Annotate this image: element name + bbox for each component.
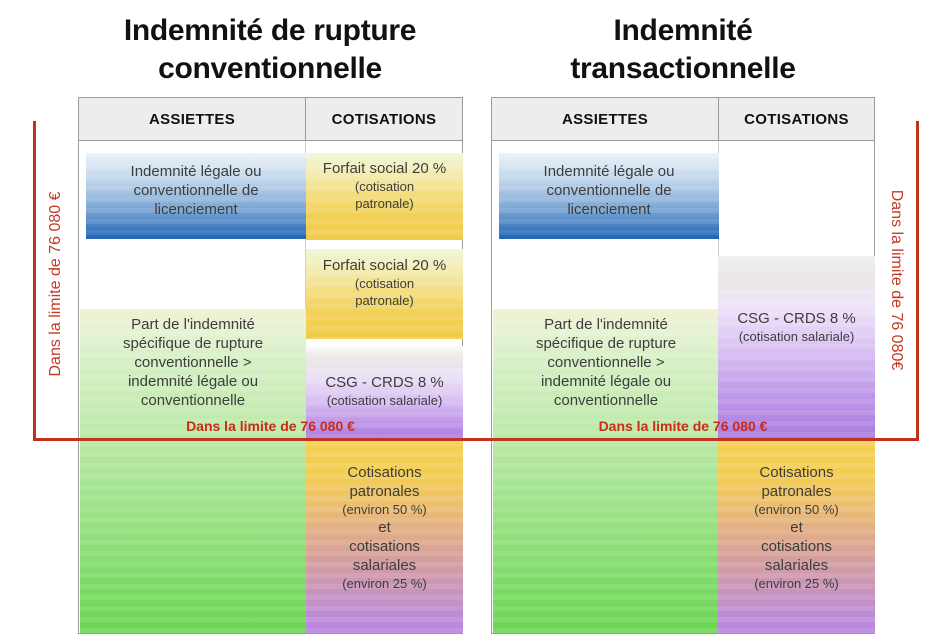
block-text: (cotisation salariale) xyxy=(738,329,855,344)
block-text: salariales xyxy=(352,557,417,574)
block-text: Cotisations xyxy=(759,464,834,481)
block-text: (cotisation salariale) xyxy=(326,393,443,408)
block-text: Part de l'indemnité spécifique de ruptur… xyxy=(122,316,264,409)
limit-line-left-vertical xyxy=(33,121,36,439)
block-specific-part-left: Part de l'indemnité spécifique de ruptur… xyxy=(80,309,306,633)
header-assiettes-left: ASSIETTES xyxy=(79,98,306,140)
table-header-right: ASSIETTES COTISATIONS xyxy=(492,98,874,141)
limit-label-right: Dans la limite de 76 080€ xyxy=(888,189,905,371)
block-text: Indemnité légale ou conventionnelle de l… xyxy=(130,163,262,218)
title-rupture-conventionnelle: Indemnité de rupture conventionnelle xyxy=(123,14,417,85)
block-text: salariales xyxy=(764,557,829,574)
block-forfait-social-2-left: Forfait social 20 % (cotisation patronal… xyxy=(306,249,463,339)
header-cotisations-left: COTISATIONS xyxy=(331,110,437,128)
limit-line-right-vertical xyxy=(916,121,919,439)
block-text: Forfait social 20 % xyxy=(322,160,447,177)
block-text: Indemnité légale ou conventionnelle de l… xyxy=(543,163,675,218)
block-text: CSG - CRDS 8 % xyxy=(325,374,444,391)
block-text: cotisations xyxy=(349,538,420,555)
block-text: (cotisation xyxy=(354,276,415,291)
block-text: patronale) xyxy=(355,196,414,211)
block-text: Forfait social 20 % xyxy=(322,257,447,274)
block-cotisations-right: Cotisations patronales (environ 50 %) et… xyxy=(718,441,875,633)
block-text: (environ 25 %) xyxy=(342,576,427,591)
block-text: patronales xyxy=(761,483,832,500)
block-text: et xyxy=(378,519,391,536)
block-csg-crds-left: CSG - CRDS 8 % (cotisation salariale) xyxy=(306,346,463,439)
title-transactionnelle: Indemnité transactionnelle xyxy=(570,14,796,85)
block-text: (cotisation xyxy=(354,179,415,194)
block-text: (environ 50 %) xyxy=(754,502,839,517)
table-rupture-conventionnelle: ASSIETTES COTISATIONS Indemnité légale o… xyxy=(78,97,463,634)
block-text: patronale) xyxy=(355,293,414,308)
limit-label-inline-left: Dans la limite de 76 080 € xyxy=(186,418,355,434)
block-legal-indemnity-right: Indemnité légale ou conventionnelle de l… xyxy=(499,153,719,239)
block-cotisations-left: Cotisations patronales (environ 50 %) et… xyxy=(306,441,463,633)
limit-label-left: Dans la limite de 76 080 € xyxy=(47,191,64,377)
table-transactionnelle: ASSIETTES COTISATIONS Indemnité légale o… xyxy=(491,97,875,634)
table-header-left: ASSIETTES COTISATIONS xyxy=(79,98,462,141)
block-specific-part-right: Part de l'indemnité spécifique de ruptur… xyxy=(493,309,719,633)
header-cotisations-right: COTISATIONS xyxy=(744,110,849,128)
block-text: Part de l'indemnité spécifique de ruptur… xyxy=(535,316,677,409)
block-forfait-social-1-left: Forfait social 20 % (cotisation patronal… xyxy=(306,153,463,240)
block-text: Cotisations xyxy=(347,464,422,481)
block-csg-crds-right: CSG - CRDS 8 % (cotisation salariale) xyxy=(718,256,875,439)
block-text: cotisations xyxy=(761,538,832,555)
block-text: (environ 50 %) xyxy=(342,502,427,517)
block-text: (environ 25 %) xyxy=(754,576,839,591)
block-text: CSG - CRDS 8 % xyxy=(737,310,856,327)
limit-label-inline-right: Dans la limite de 76 080 € xyxy=(598,418,768,434)
block-text: patronales xyxy=(349,483,420,500)
block-text: et xyxy=(790,519,803,536)
limit-line-horizontal xyxy=(33,438,919,441)
header-assiettes-right: ASSIETTES xyxy=(492,98,719,140)
block-legal-indemnity-left: Indemnité légale ou conventionnelle de l… xyxy=(86,153,306,239)
